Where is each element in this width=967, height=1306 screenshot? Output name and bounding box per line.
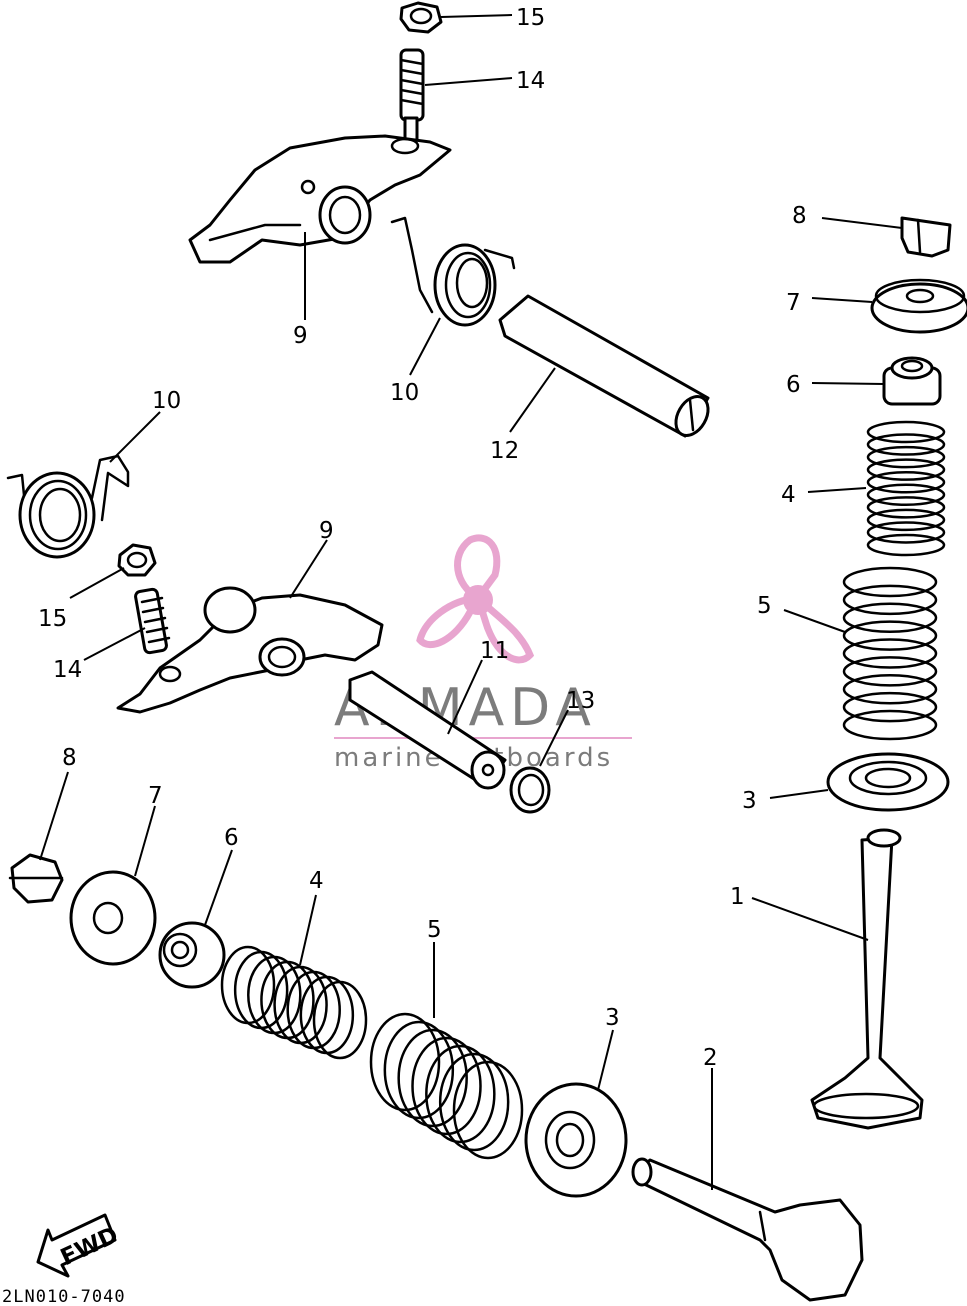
callout-7-right: 7	[786, 290, 801, 316]
spring-coil	[866, 433, 946, 456]
callout-9-top: 9	[293, 323, 308, 349]
valve-1-intake	[810, 828, 924, 1130]
diagram-code: 2LN010-7040	[2, 1287, 126, 1306]
leader-lines	[39, 14, 903, 1190]
valve-seal-6-left	[158, 921, 226, 989]
spring-coil	[842, 656, 938, 687]
callout-15-top: 15	[516, 5, 545, 31]
valve-seal-6-right	[882, 356, 942, 406]
valve-2-exhaust	[631, 1157, 864, 1302]
nut-15-left	[117, 543, 157, 577]
fwd-arrow-icon: FWD	[36, 1213, 122, 1278]
outer-spring-5-left	[369, 1012, 524, 1160]
rocker-arm-9-top	[188, 134, 452, 264]
spring-coil	[866, 533, 946, 557]
spring-coil	[842, 691, 938, 723]
spring-coil	[866, 420, 946, 444]
spring-coil	[452, 1060, 524, 1160]
callout-14-top: 14	[516, 68, 545, 94]
spring-coil	[842, 584, 938, 616]
spring-coil	[383, 1020, 455, 1120]
spring-coil	[866, 483, 946, 507]
spring-coil	[842, 620, 938, 651]
callout-4-right: 4	[781, 482, 796, 508]
rocker-shaft-12	[498, 294, 710, 438]
callout-7-left: 7	[148, 783, 163, 809]
callout-9-left: 9	[319, 518, 334, 544]
callout-12: 12	[490, 438, 519, 464]
callout-10-left: 10	[152, 388, 181, 414]
spring-coil	[842, 566, 938, 598]
spring-coil	[438, 1052, 510, 1152]
rocker-arm-9-left	[116, 586, 384, 714]
spring-coil	[866, 508, 946, 532]
valve-cotter-8-right	[900, 216, 952, 258]
callout-1: 1	[730, 884, 745, 910]
spring-coil	[842, 709, 938, 741]
o-ring-13	[509, 766, 551, 814]
callout-13: 13	[566, 688, 595, 714]
callout-3-right: 3	[742, 788, 757, 814]
valve-cotter-8-left	[8, 853, 64, 904]
callout-3-left: 3	[605, 1005, 620, 1031]
callout-6-right: 6	[786, 372, 801, 398]
propeller-hub	[463, 585, 493, 615]
spring-coil	[312, 980, 368, 1060]
spring-retainer-7-left	[69, 870, 157, 966]
adjusting-screw-14-top	[399, 48, 425, 142]
torsion-spring-10-left	[6, 454, 130, 559]
callout-8-left: 8	[62, 745, 77, 771]
callout-4-left: 4	[309, 868, 324, 894]
spring-seat-3-left	[524, 1082, 628, 1198]
spring-coil	[866, 445, 946, 469]
adjusting-screw-14-left	[134, 587, 171, 655]
spring-coil	[866, 521, 946, 544]
callout-6-left: 6	[224, 825, 239, 851]
callout-2: 2	[703, 1045, 718, 1071]
callout-labels: 15 14 9 10 12 8 7 6 4 5 3 1 10 9 15 14 1…	[38, 5, 807, 1071]
callout-11: 11	[480, 638, 509, 664]
torsion-spring-10-top	[390, 216, 516, 327]
propeller-logo	[416, 534, 535, 664]
spring-coil	[866, 470, 946, 494]
spring-coil	[842, 638, 938, 669]
callout-8-right: 8	[792, 203, 807, 229]
callout-5-left: 5	[427, 917, 442, 943]
inner-spring-4-left	[220, 945, 368, 1060]
spring-coil	[425, 1044, 496, 1144]
spring-coil	[866, 458, 946, 481]
nut-15-top	[399, 1, 443, 34]
spring-coil	[866, 496, 946, 519]
rocker-shaft-11	[348, 670, 507, 790]
spring-coil	[842, 674, 938, 705]
spring-coil	[411, 1036, 482, 1136]
callout-14-left: 14	[53, 657, 82, 683]
spring-coil	[842, 602, 938, 633]
spring-coil	[369, 1012, 441, 1112]
callout-10-top: 10	[390, 380, 419, 406]
spring-seat-3-right	[826, 752, 950, 812]
callout-15-left: 15	[38, 606, 67, 632]
callout-5-right: 5	[757, 593, 772, 619]
spring-coil	[397, 1028, 468, 1128]
spring-retainer-7-right	[870, 278, 967, 334]
inner-spring-4-right	[866, 420, 946, 557]
outer-spring-5-right	[842, 566, 938, 741]
